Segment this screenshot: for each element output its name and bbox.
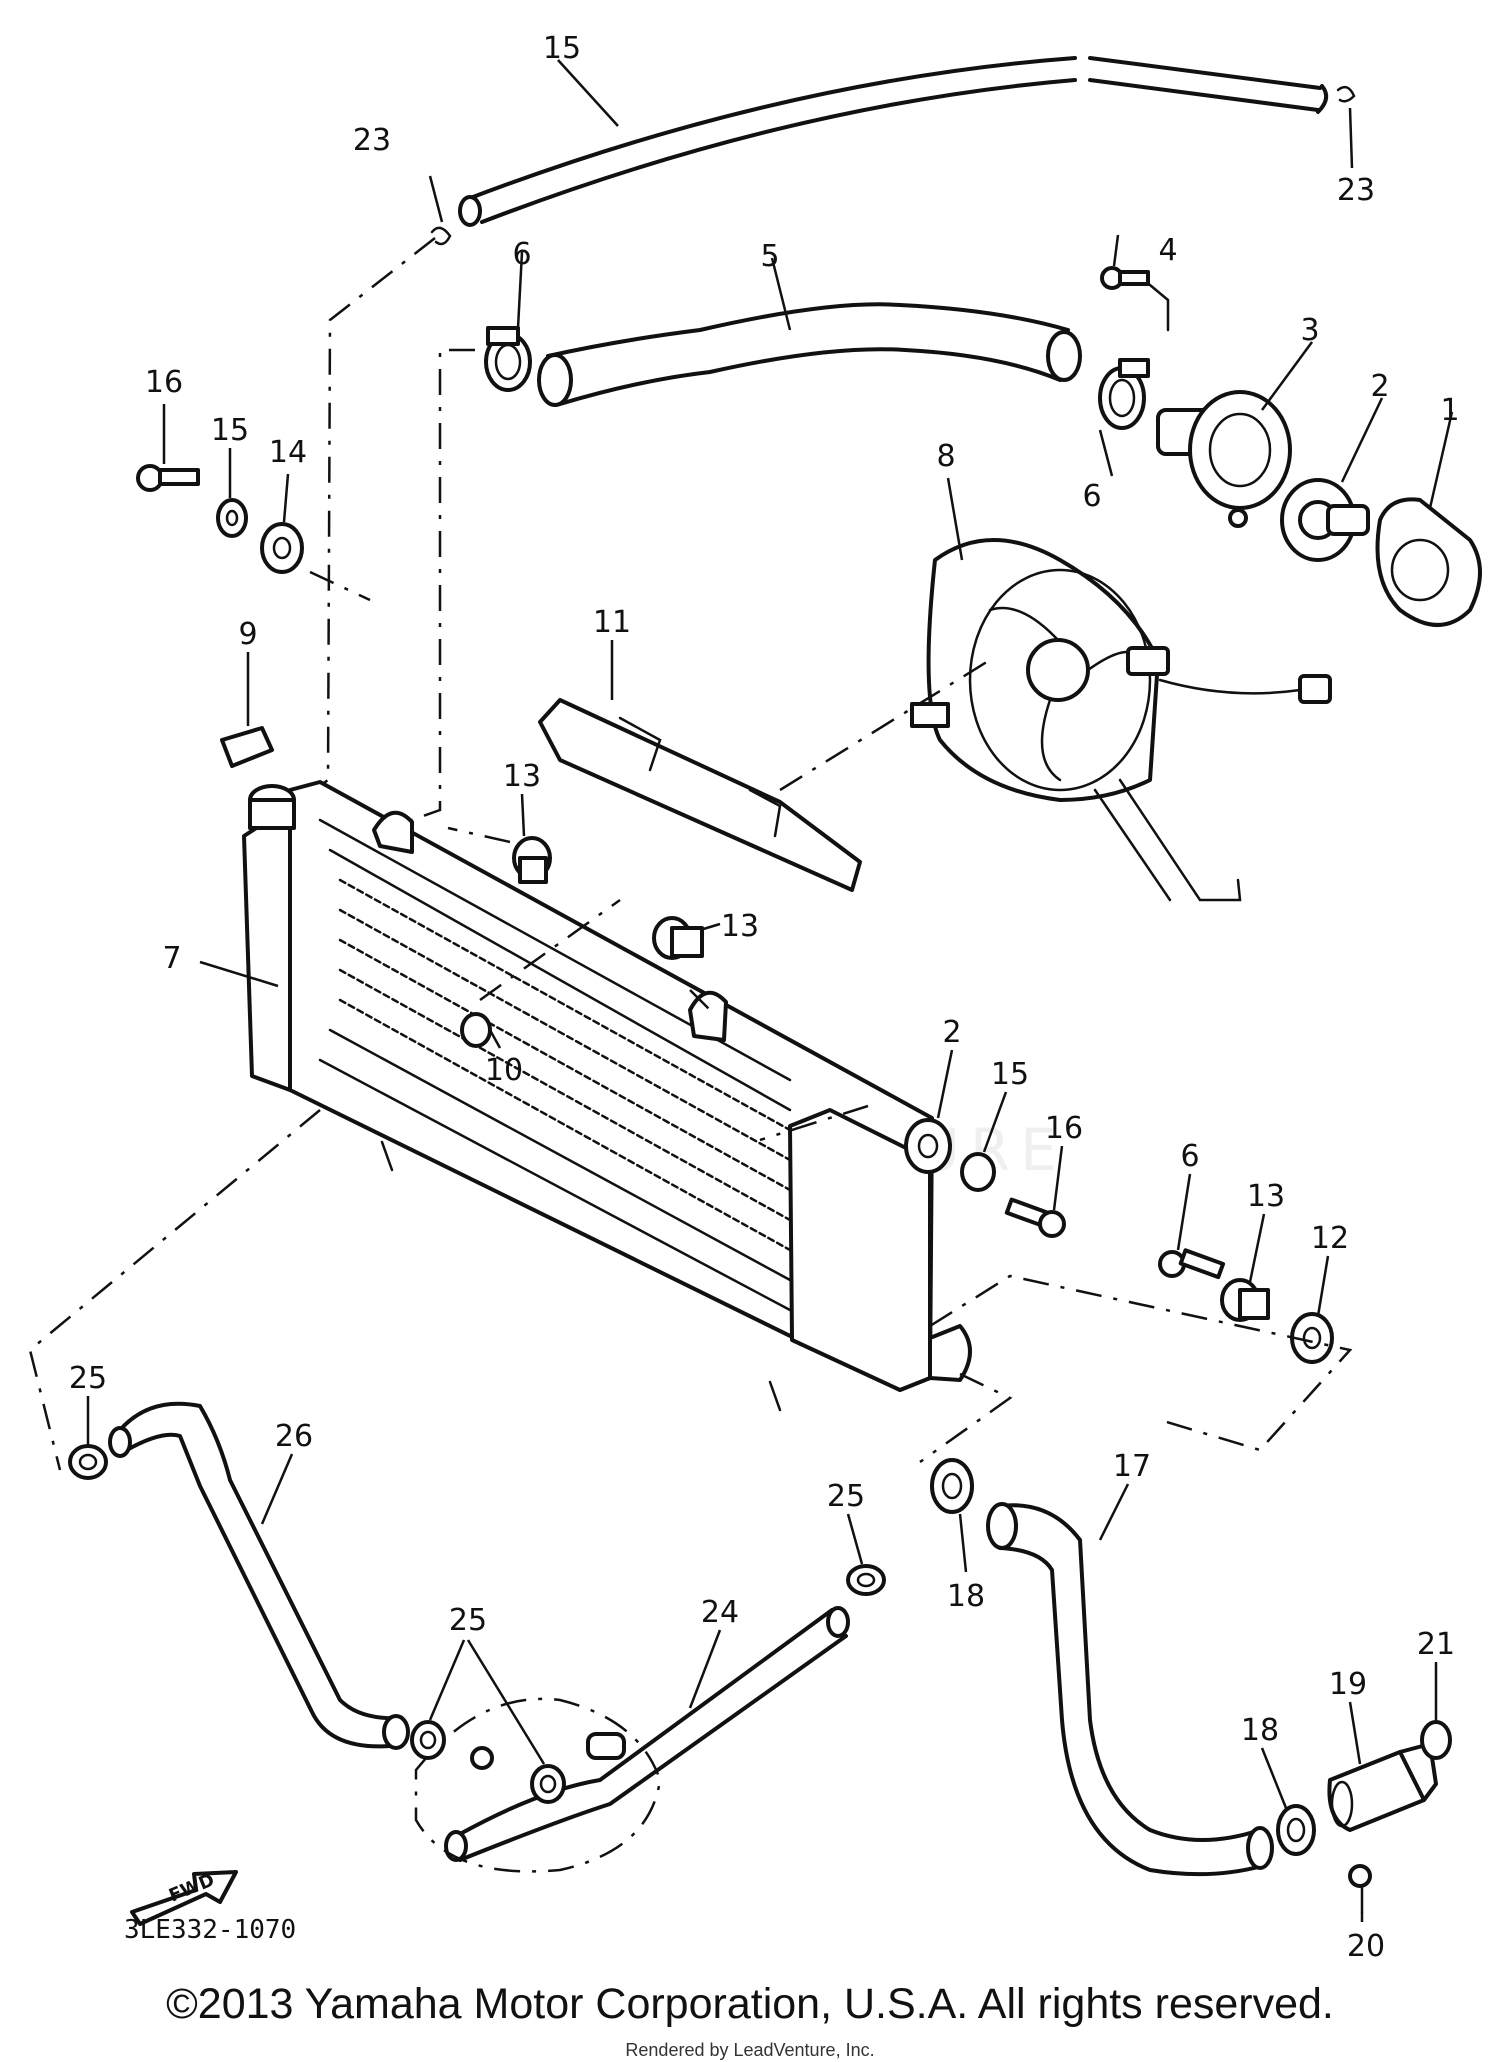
hose-17: [986, 1483, 1274, 1877]
callout-18-lower: 18: [1241, 1713, 1279, 1748]
collar-13-top: [512, 793, 552, 884]
callout-17: 17: [1113, 1449, 1151, 1484]
radiator-7: [28, 780, 972, 1471]
cap-9: [220, 652, 274, 768]
callout-16-top: 16: [145, 365, 183, 400]
callout-6-right: 6: [1082, 479, 1101, 514]
hose-5: [537, 257, 1082, 407]
drawing-code: 3LE332-1070: [124, 1915, 296, 1945]
shroud-11: [538, 640, 991, 892]
callout-8: 8: [936, 439, 955, 474]
callout-12: 12: [1311, 1221, 1349, 1256]
callout-23-left: 23: [353, 123, 391, 158]
hose-24: [444, 1606, 850, 1862]
clamp-18-lower: [1260, 1747, 1316, 1856]
callout-25-right: 25: [827, 1479, 865, 1514]
bolt-20: [1348, 1864, 1372, 1922]
callout-26: 26: [275, 1419, 313, 1454]
callout-24: 24: [701, 1595, 739, 1630]
washer-15-right: [960, 1091, 1008, 1192]
callout-13-lower: 13: [1247, 1179, 1285, 1214]
callout-13-top: 13: [503, 759, 541, 794]
callout-21: 21: [1417, 1627, 1455, 1662]
callout-15-right: 15: [991, 1057, 1029, 1092]
callout-7: 7: [162, 941, 181, 976]
washer-15-top-left: [216, 448, 248, 538]
fan-motor-assembly-8: [910, 477, 1332, 902]
clamp-6-right: [1098, 358, 1150, 477]
callout-11: 11: [593, 605, 631, 640]
clamp-25-upper-right: [846, 1513, 886, 1596]
hose-26: [108, 1401, 410, 1750]
clamp-25-pair: [410, 1639, 566, 1804]
grommet-2-right: [904, 1049, 954, 1174]
callout-2-mid: 2: [942, 1015, 961, 1050]
clamp-25-left: [68, 1396, 108, 1480]
collar-13-lower-right: [1220, 1213, 1270, 1322]
thermostat-2: [1280, 397, 1384, 562]
callout-20: 20: [1347, 1929, 1385, 1964]
callout-19: 19: [1329, 1667, 1367, 1702]
callout-16-right: 16: [1045, 1111, 1083, 1146]
callout-9: 9: [238, 617, 257, 652]
hose-22: [458, 56, 1329, 227]
grommet-12: [1290, 1255, 1334, 1364]
callout-6-top: 6: [512, 237, 531, 272]
callout-4: 4: [1158, 233, 1177, 268]
pipe-19: [1327, 1701, 1438, 1832]
nut-10: [460, 898, 621, 1049]
clamp-6-top-left: [484, 251, 532, 392]
callout-25-pair: 25: [449, 1603, 487, 1638]
bolt-4: [1100, 234, 1150, 290]
callout-18-upper: 18: [947, 1579, 985, 1614]
callout-3: 3: [1300, 313, 1319, 348]
collar-13-mid: [652, 916, 721, 960]
callout-13-mid: 13: [721, 909, 759, 944]
callout-15-top: 15: [211, 413, 249, 448]
callout-2-top: 2: [1370, 369, 1389, 404]
thermostat-cover-3: [1156, 341, 1314, 528]
bolt-16-top-left: [136, 404, 200, 492]
clamp-18-upper: [930, 1458, 974, 1573]
callout-5: 5: [760, 239, 779, 274]
bolt-6-lower-right: [1158, 1173, 1226, 1280]
water-pump-outline: [414, 1697, 662, 1873]
o-ring-21: [1420, 1662, 1452, 1760]
grommet-14: [260, 473, 304, 574]
rendered-by-note: Rendered by LeadVenture, Inc.: [625, 2040, 875, 2060]
callout-25-left: 25: [69, 1361, 107, 1396]
callout-14: 14: [269, 435, 307, 470]
thermostat-housing-1: [1375, 411, 1482, 627]
callout-6-lower: 6: [1180, 1139, 1199, 1174]
callout-1: 1: [1440, 393, 1459, 428]
clip-23-left: [428, 175, 452, 246]
callout-23-right: 23: [1337, 173, 1375, 208]
callout-10: 10: [485, 1053, 523, 1088]
callout-22: 15: [543, 31, 581, 66]
callout-labels: 15 23 23 6 5 4 3 2 1 6 8 16 15 14 9 11 1…: [69, 31, 1460, 1964]
bolt-16-right: [1004, 1145, 1066, 1238]
copyright-notice: ©2013 Yamaha Motor Corporation, U.S.A. A…: [166, 1980, 1334, 2028]
clip-23-right: [1336, 85, 1356, 169]
